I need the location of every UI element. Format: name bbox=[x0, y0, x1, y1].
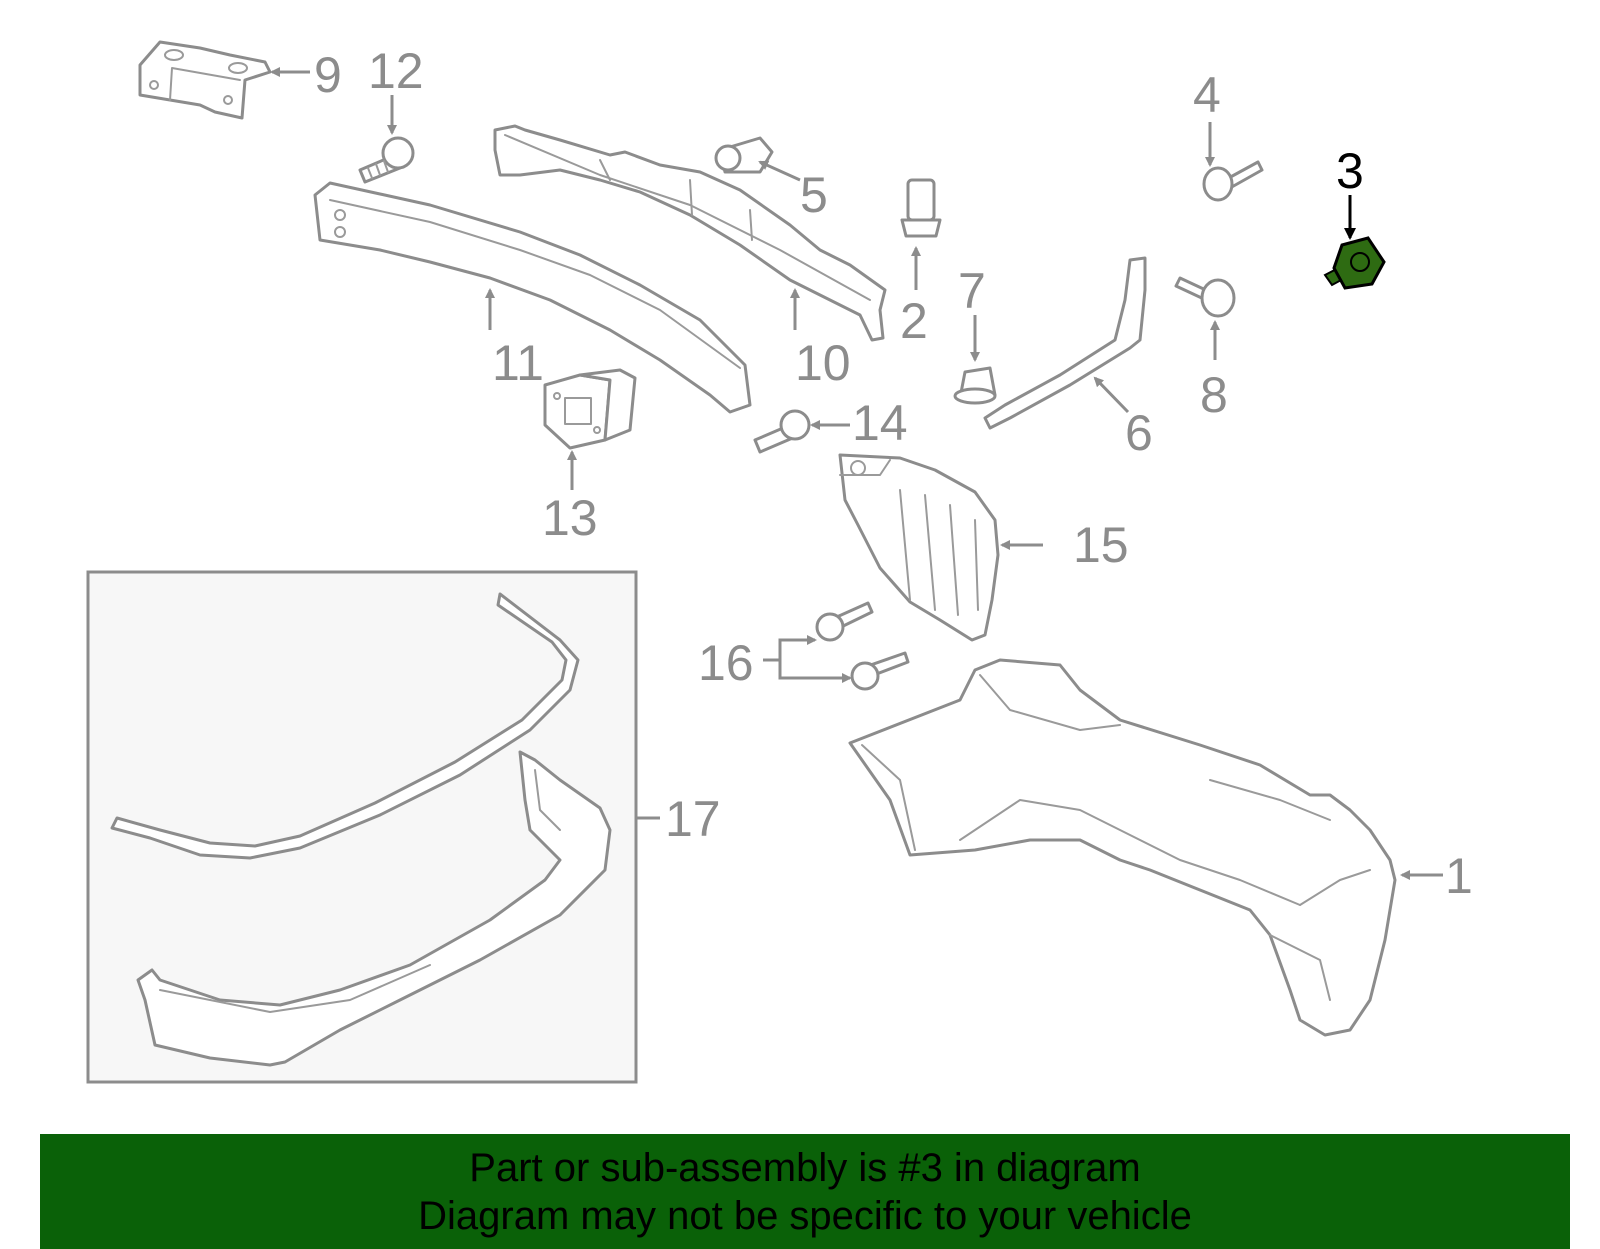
part-12-bolt bbox=[358, 136, 415, 184]
part-16-screws bbox=[815, 601, 910, 691]
callout-10: 10 bbox=[795, 335, 851, 391]
part-14-bolt bbox=[753, 409, 811, 454]
banner-line-1: Part or sub-assembly is #3 in diagram bbox=[469, 1146, 1141, 1190]
callout-17: 17 bbox=[665, 791, 721, 847]
callout-16: 16 bbox=[698, 635, 754, 691]
part-1-bumper-cover bbox=[848, 658, 1397, 1037]
part-15-shield bbox=[838, 453, 1000, 642]
part-7-nut bbox=[953, 366, 997, 405]
callout-5: 5 bbox=[800, 167, 828, 223]
part-2-pin bbox=[900, 178, 942, 238]
part-11-reinforcement bbox=[313, 181, 752, 414]
callout-2: 2 bbox=[900, 293, 928, 349]
callout-4: 4 bbox=[1193, 67, 1221, 123]
callout-7: 7 bbox=[958, 263, 986, 319]
part-6-bracket bbox=[983, 256, 1147, 430]
leader-6 bbox=[1093, 376, 1130, 414]
callout-14: 14 bbox=[852, 395, 908, 451]
part-17-molding bbox=[110, 592, 612, 1067]
part-5-clip bbox=[714, 136, 774, 174]
part-4-pushpin bbox=[1202, 160, 1264, 202]
leader-16 bbox=[763, 635, 817, 662]
part-9-bracket bbox=[138, 40, 272, 120]
callout-11: 11 bbox=[492, 335, 544, 391]
callout-8: 8 bbox=[1200, 367, 1228, 423]
part-13-mount bbox=[543, 368, 637, 450]
part-8-pushpin bbox=[1174, 276, 1236, 318]
callout-3: 3 bbox=[1336, 143, 1364, 199]
banner-line-2: Diagram may not be specific to your vehi… bbox=[418, 1194, 1192, 1238]
part-10-absorber bbox=[493, 124, 887, 342]
part-3-bolt-highlighted bbox=[1323, 236, 1386, 290]
callout-15: 15 bbox=[1073, 517, 1129, 573]
callout-13: 13 bbox=[542, 490, 598, 546]
leader-5 bbox=[758, 160, 801, 182]
callout-9: 9 bbox=[314, 47, 342, 103]
leader-16b bbox=[778, 660, 852, 683]
callout-6: 6 bbox=[1125, 405, 1153, 461]
callout-1: 1 bbox=[1445, 848, 1473, 904]
info-banner: Part or sub-assembly is #3 in diagram Di… bbox=[40, 1134, 1570, 1249]
callout-12: 12 bbox=[368, 43, 424, 99]
